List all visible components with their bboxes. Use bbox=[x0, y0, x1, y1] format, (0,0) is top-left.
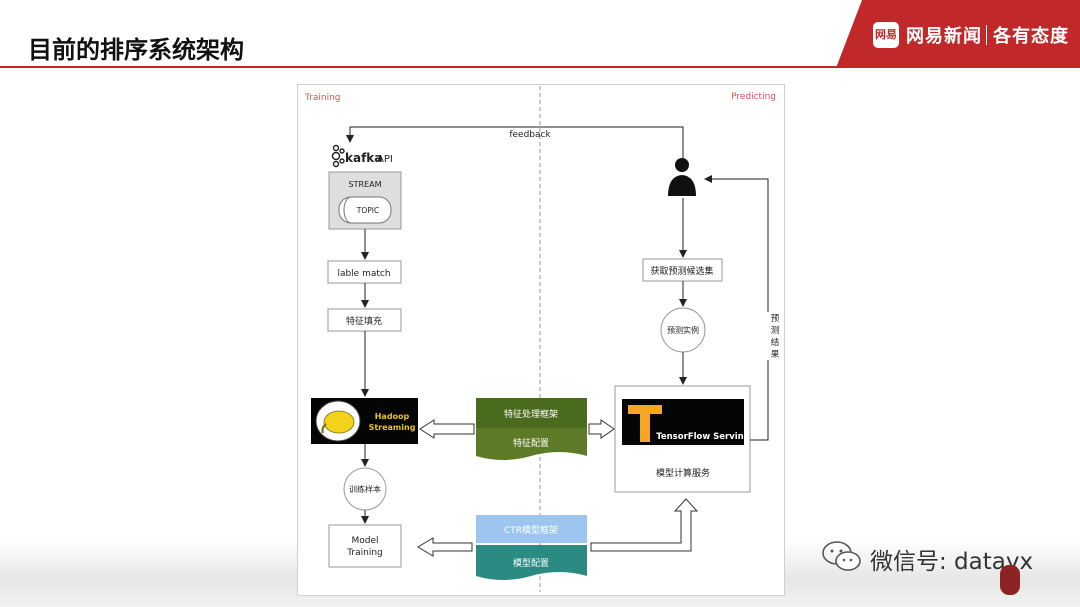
model-service-text: 模型计算服务 bbox=[656, 467, 710, 479]
predict-result-char-4: 果 bbox=[771, 350, 780, 360]
seal-stamp bbox=[1000, 565, 1020, 595]
wechat-watermark: 微信号: datayx bbox=[818, 536, 1058, 576]
topic-label: TOPIC bbox=[356, 206, 379, 215]
feature-framework-block bbox=[476, 398, 587, 428]
kafka-api: API bbox=[377, 154, 393, 165]
diagram-frame bbox=[297, 84, 785, 596]
training-label: Training bbox=[304, 93, 341, 103]
predict-result-label-bg bbox=[763, 312, 777, 360]
hadoop-line1: Hadoop bbox=[375, 412, 410, 421]
topic-cylinder bbox=[338, 196, 392, 224]
predicting-label: Predicting bbox=[731, 92, 776, 102]
brand-slogan: 各有态度 bbox=[993, 26, 1069, 47]
hadoop-line2: Streaming bbox=[369, 423, 416, 432]
feedback-arrow bbox=[346, 126, 684, 158]
arrow-features-to-serving bbox=[588, 419, 615, 439]
brand-name: 网易新闻 bbox=[906, 26, 982, 47]
wechat-icon bbox=[822, 541, 861, 571]
model-training-line1: Model bbox=[351, 536, 378, 546]
feature-config-text: 特征配置 bbox=[513, 437, 549, 449]
predict-result-char-3: 结 bbox=[771, 337, 780, 348]
kafka-icon bbox=[331, 144, 345, 168]
model-config-block bbox=[476, 545, 587, 580]
feedback-label: feedback bbox=[509, 130, 551, 140]
brand-logo: 网易 bbox=[873, 22, 899, 48]
train-sample-text: 训练样本 bbox=[349, 484, 381, 494]
stream-label: STREAM bbox=[349, 180, 382, 189]
title-underline bbox=[0, 66, 860, 68]
hadoop-elephant-body bbox=[323, 410, 355, 434]
arrow-config-to-training bbox=[417, 537, 473, 557]
arrow-config-to-serving bbox=[590, 498, 699, 552]
slide-title: 目前的排序系统架构 bbox=[28, 36, 244, 64]
label-match-text: lable match bbox=[337, 269, 390, 279]
tensorflow-serving-text: TensorFlow Serving bbox=[656, 432, 750, 442]
model-training-line2: Training bbox=[346, 548, 383, 558]
ctr-framework-block bbox=[476, 515, 587, 543]
topic-cylinder-edge bbox=[343, 196, 352, 224]
brand-separator bbox=[986, 25, 987, 45]
kafka-brand: kafka bbox=[345, 151, 382, 165]
user-icon bbox=[668, 158, 696, 196]
model-config-text: 模型配置 bbox=[513, 558, 549, 569]
tensorflow-icon bbox=[628, 405, 662, 442]
arrow-features-to-hadoop bbox=[419, 419, 475, 439]
hadoop-elephant-trunk bbox=[321, 423, 327, 434]
feature-framework-text: 特征处理框架 bbox=[504, 408, 558, 420]
feature-fill-text: 特征填充 bbox=[346, 315, 382, 327]
model-training-box bbox=[328, 524, 402, 568]
predict-result-arrow bbox=[704, 175, 769, 441]
get-candidates-text: 获取预测候选集 bbox=[650, 265, 713, 277]
predict-result-char-2: 测 bbox=[771, 326, 780, 336]
predict-instance-text: 预测实例 bbox=[667, 325, 699, 335]
ctr-framework-text: CTR模型框架 bbox=[504, 524, 558, 536]
predict-result-char-1: 预 bbox=[771, 313, 780, 324]
feature-config-block bbox=[476, 428, 587, 460]
